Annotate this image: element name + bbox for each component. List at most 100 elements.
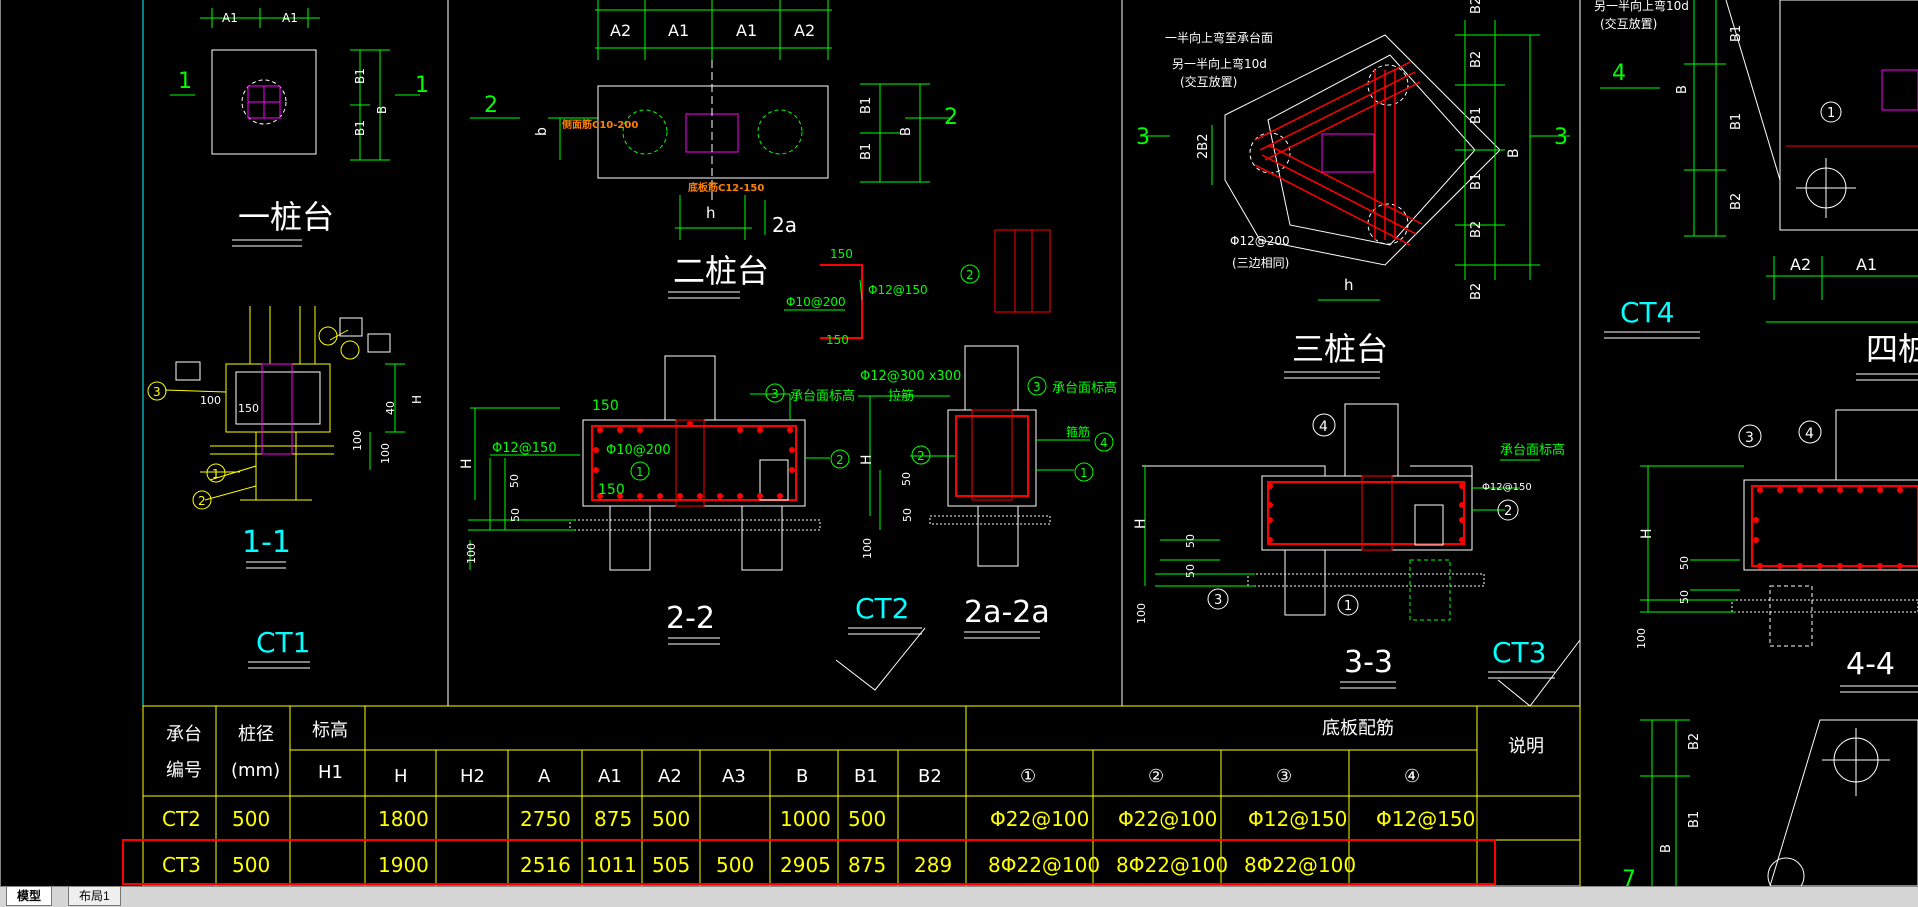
ct3-section-3-3: 4 承台面标高 Φ12@150 2 3 1 H 50 50 100 3-3 CT…: [1133, 403, 1581, 707]
selection-highlight: [122, 839, 1496, 885]
ct2-code: CT2: [855, 592, 909, 625]
ct2-sec2a-cap: 承台面标高: [1052, 380, 1117, 396]
cell-a: 2750: [520, 807, 571, 831]
ct4-dim-b: B: [1675, 85, 1690, 94]
ct4-title: 四桩台: [1866, 330, 1918, 368]
ct4-dim-b1b: B1: [1729, 113, 1744, 130]
ct4-callout-1: 1: [1827, 106, 1835, 121]
cell-pile-dia: 500: [232, 807, 270, 831]
ct1-section-mark-left: 1: [178, 69, 192, 94]
ct2-section-2a-2a: Φ12@300 x300 拉筋 3 承台面标高 箍筋 4 2 1 H 50 50…: [858, 345, 1117, 639]
ct3-note-2: 另一半向上弯10d: [1172, 56, 1267, 71]
ct2-section-mark-right: 2: [944, 105, 958, 130]
cell-a: 2516: [520, 853, 571, 877]
cell-rebar-3: Φ12@150: [1248, 807, 1347, 831]
ct3-dim-2b2: 2B2: [1196, 134, 1211, 159]
ct3-dim-h-sec: H: [1133, 518, 1149, 529]
cell-rebar-2: 8Φ22@100: [1116, 853, 1228, 877]
header-cap-no-line1: 承台: [166, 724, 202, 745]
ct4-note-1: 另一半向上弯10d: [1594, 0, 1689, 13]
cell-b1: 875: [848, 853, 886, 877]
ct2-sec22-callout-1: 1: [636, 465, 644, 479]
ct2-dim-a1-right: A1: [736, 21, 757, 40]
ct2-stirrup-note: 侧面筋C10-200: [562, 118, 638, 131]
cell-pile-dia: 500: [232, 853, 270, 877]
ct2-sec22-label-3: 3: [771, 387, 779, 401]
ct3-rebar-note-2: (三边相同): [1232, 256, 1289, 270]
tab-model[interactable]: 模型: [6, 887, 53, 906]
ct2-dim-b1-bottom: B1: [859, 143, 874, 160]
header-b2: B2: [918, 766, 942, 787]
ct2-dim-b-small: b: [534, 127, 550, 136]
ct2-sec22-rebar-2: Φ10@200: [606, 443, 671, 458]
ct1-code: CT1: [256, 626, 310, 659]
ct2-sec2a-h: H: [859, 454, 875, 465]
ct2-sec22-callout-2: 2: [836, 453, 844, 467]
ct3-cap-label: 承台面标高: [1500, 442, 1565, 458]
ct2-dim-b: B: [899, 127, 914, 136]
ct3-dim-b: B: [1506, 148, 1522, 158]
ct2-dim-b1-top: B1: [859, 97, 874, 114]
ct2-sec2a-50b: 50: [901, 508, 914, 522]
ct1-dim-100c: 100: [379, 443, 392, 464]
ct1-plan-view: A1 A1 1 1 B1 B1 B 一桩台: [170, 8, 429, 247]
cell-h: 1900: [378, 853, 429, 877]
ct2-sec2a-gujin: 箍筋: [1066, 424, 1090, 439]
ct3-callout-4: 4: [1319, 419, 1328, 435]
ct3-dim-50b: 50: [1184, 564, 1197, 578]
ct2-section-title-2a: 2a-2a: [964, 595, 1050, 630]
cell-a1: 1011: [586, 853, 637, 877]
ct2-sec22-label-cap: 承台面标高: [790, 388, 855, 404]
ct2-sec22-100: 100: [465, 543, 478, 564]
ct4-callout-4: 4: [1805, 426, 1814, 442]
ct2-detail-rebar-2: Φ10@200: [786, 295, 846, 309]
tab-layout1[interactable]: 布局1: [68, 887, 121, 906]
ct4-dim-b1-low: B1: [1687, 811, 1702, 828]
ct3-callout-1: 1: [1344, 599, 1352, 614]
cad-drawing-canvas[interactable]: A1 A1 1 1 B1 B1 B 一桩台 100 150 40: [0, 0, 1918, 886]
layout-tab-bar: 模型 布局1: [0, 886, 1918, 907]
ct3-section-mark-left: 3: [1136, 125, 1150, 150]
table-row[interactable]: CT3 500 1900 2516 1011 505 500 2905 875 …: [162, 853, 1356, 877]
header-h2: H2: [460, 766, 485, 787]
ct4-section-4-4: 3 4 H 50 50 100 4-4: [1635, 409, 1918, 693]
ct1-dim-40: 40: [384, 401, 397, 415]
ct1-dim-100b: 100: [351, 430, 364, 451]
pile-cap-schedule: 承台 编号 桩径 (mm) 标高 H1 H H2 A A1 A2 A3 B B1…: [122, 705, 1581, 886]
ct2-sec2a-50: 50: [900, 472, 913, 486]
ct2-sec22-rebar-1: Φ12@150: [492, 441, 557, 456]
ct4-callout-3: 3: [1745, 430, 1754, 446]
header-rebar-4: ④: [1404, 766, 1420, 787]
header-remark: 说明: [1508, 736, 1544, 757]
ct3-dim-b2-1: B2: [1469, 0, 1484, 14]
ct2-section-mark-2a: 2a: [772, 213, 797, 237]
ct1-dim-b1-bottom: B1: [353, 120, 367, 136]
cell-b: 1000: [780, 807, 831, 831]
ct4-code: CT4: [1620, 296, 1674, 329]
ct4-mark-7: 7: [1622, 867, 1636, 886]
cell-h: 1800: [378, 807, 429, 831]
ct4-dim-b2: B2: [1729, 193, 1744, 210]
ct1-dim-h: H: [410, 395, 424, 404]
header-elevation: 标高: [312, 720, 348, 741]
ct4-section-mark: 4: [1612, 61, 1626, 86]
header-h1: H1: [318, 762, 343, 783]
cell-rebar-1: Φ22@100: [990, 807, 1089, 831]
ct1-dim-a1-left: A1: [222, 11, 238, 25]
table-row[interactable]: CT2 500 1800 2750 875 500 1000 500 Φ22@1…: [162, 807, 1475, 831]
header-pile-dia-line2: (mm): [231, 760, 280, 781]
cell-b: 2905: [780, 853, 831, 877]
ct4-dim-50b: 50: [1678, 590, 1691, 604]
ct4-dim-h: H: [1639, 528, 1655, 539]
ct3-note-3: (交互放置): [1180, 74, 1237, 89]
cell-rebar-4: Φ12@150: [1376, 807, 1475, 831]
ct1-section-mark-right: 1: [415, 73, 429, 98]
ct3-title: 三桩台: [1292, 330, 1388, 368]
ct4-dim-b-low: B: [1659, 844, 1674, 853]
ct3-dim-h: h: [1344, 276, 1354, 294]
header-rebar-3: ③: [1276, 766, 1292, 787]
ct1-callout-3: 3: [153, 385, 161, 399]
ct2-hook-detail: 150 150 Φ12@150 Φ10@200 2: [784, 229, 1051, 347]
ct2-plan-view: A2 A1 A1 A2 2 2 b B1 B1 B 侧面筋C10-200 底板筋…: [470, 0, 958, 299]
ct2-sec22-150: 150: [592, 398, 619, 414]
